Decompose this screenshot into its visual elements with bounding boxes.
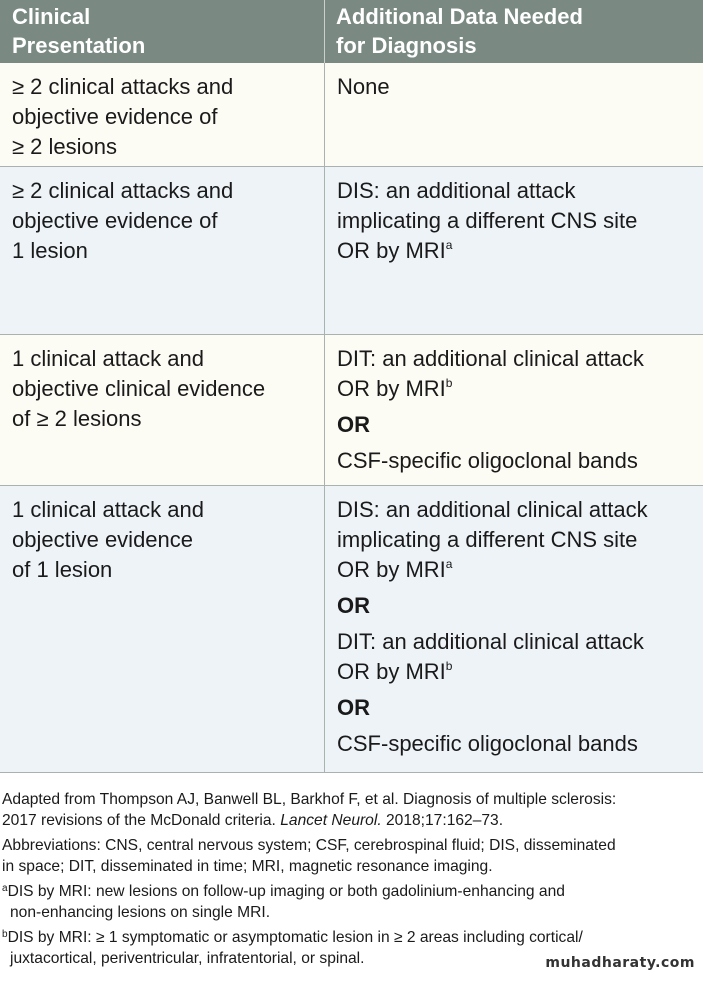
journal-name: Lancet Neurol. — [280, 812, 382, 829]
presentation-line: ≥ 2 lesions — [12, 134, 118, 159]
data-line: CSF-specific oligoclonal bands — [337, 448, 638, 473]
citation-line: Adapted from Thompson AJ, Banwell BL, Ba… — [2, 791, 617, 808]
additional-data-cell: DIS: an additional attack implicating a … — [325, 167, 703, 334]
watermark: muhadharaty.com — [545, 955, 695, 971]
citation-text: 2018;17:162–73. — [381, 812, 504, 829]
presentation-line: ≥ 2 clinical attacks and — [12, 178, 234, 203]
additional-data-cell: None — [325, 63, 703, 166]
table-row: ≥ 2 clinical attacks and objective evide… — [0, 63, 703, 167]
footnote-line: bDIS by MRI: ≥ 1 symptomatic or asymptom… — [2, 927, 703, 948]
data-text: OR by MRI — [337, 376, 446, 401]
presentation-line: objective clinical evidence — [12, 376, 266, 401]
table-row: 1 clinical attack and objective evidence… — [0, 486, 703, 773]
or-separator: OR — [337, 695, 370, 720]
additional-data-cell: DIS: an additional clinical attack impli… — [325, 486, 703, 772]
abbreviations: Abbreviations: CNS, central nervous syst… — [0, 835, 703, 877]
header-right-line2: for Diagnosis — [336, 33, 477, 58]
footnote-marker: a — [445, 238, 453, 252]
footnote-a: aDIS by MRI: new lesions on follow-up im… — [0, 881, 703, 923]
header-clinical-presentation: Clinical Presentation — [0, 0, 325, 63]
presentation-line: objective evidence of — [12, 104, 218, 129]
data-line: DIT: an additional clinical attack — [337, 629, 644, 654]
footnote-marker: b — [2, 929, 8, 940]
footnote-line: non-enhancing lesions on single MRI. — [10, 904, 271, 921]
data-line: DIT: an additional clinical attack — [337, 346, 644, 371]
data-line: implicating a different CNS site — [337, 527, 638, 552]
abbreviations-line: in space; DIT, disseminated in time; MRI… — [2, 858, 493, 875]
data-line: implicating a different CNS site — [337, 208, 638, 233]
footnote-text: DIS by MRI: ≥ 1 symptomatic or asymptoma… — [7, 929, 583, 946]
presentation-line: 1 clinical attack and — [12, 497, 204, 522]
data-line: OR by MRIa — [337, 555, 693, 585]
footnote-line: juxtacortical, periventricular, infraten… — [10, 950, 365, 967]
data-text: OR by MRI — [337, 557, 446, 582]
footnote-marker: b — [445, 376, 453, 390]
presentation-cell: 1 clinical attack and objective clinical… — [0, 335, 325, 485]
data-line: OR by MRIb — [337, 374, 693, 404]
header-additional-data: Additional Data Needed for Diagnosis — [325, 0, 703, 63]
citation-line: 2017 revisions of the McDonald criteria.… — [2, 810, 703, 831]
criteria-table: Clinical Presentation Additional Data Ne… — [0, 0, 703, 773]
presentation-line: 1 lesion — [12, 238, 88, 263]
data-line: OR by MRIa — [337, 236, 693, 266]
footnote-b: bDIS by MRI: ≥ 1 symptomatic or asymptom… — [0, 927, 703, 969]
table-header-row: Clinical Presentation Additional Data Ne… — [0, 0, 703, 63]
header-left-line2: Presentation — [12, 33, 146, 58]
table-footnotes: Adapted from Thompson AJ, Banwell BL, Ba… — [0, 789, 703, 973]
table-row: ≥ 2 clinical attacks and objective evide… — [0, 167, 703, 335]
data-text: OR by MRI — [337, 659, 446, 684]
presentation-line: ≥ 2 clinical attacks and — [12, 74, 234, 99]
presentation-cell: ≥ 2 clinical attacks and objective evide… — [0, 167, 325, 334]
data-line: OR by MRIb — [337, 657, 693, 687]
presentation-cell: 1 clinical attack and objective evidence… — [0, 486, 325, 772]
presentation-line: objective evidence — [12, 527, 194, 552]
table-row: 1 clinical attack and objective clinical… — [0, 335, 703, 486]
data-line: CSF-specific oligoclonal bands — [337, 731, 638, 756]
source-citation: Adapted from Thompson AJ, Banwell BL, Ba… — [0, 789, 703, 831]
presentation-line: 1 clinical attack and — [12, 346, 204, 371]
footnote-text: DIS by MRI: new lesions on follow-up ima… — [7, 883, 565, 900]
header-right-line1: Additional Data Needed — [336, 4, 583, 29]
additional-data-cell: DIT: an additional clinical attack OR by… — [325, 335, 703, 485]
footnote-marker: b — [445, 659, 453, 673]
presentation-line: of ≥ 2 lesions — [12, 406, 142, 431]
data-text: OR by MRI — [337, 238, 446, 263]
presentation-line: objective evidence of — [12, 208, 218, 233]
footnote-marker: a — [445, 557, 453, 571]
citation-text: 2017 revisions of the McDonald criteria. — [2, 812, 281, 829]
header-left-line1: Clinical — [12, 4, 91, 29]
footnote-marker: a — [2, 883, 8, 894]
abbreviations-line: Abbreviations: CNS, central nervous syst… — [2, 837, 616, 854]
presentation-line: of 1 lesion — [12, 557, 113, 582]
data-line: DIS: an additional attack — [337, 178, 576, 203]
footnote-line: aDIS by MRI: new lesions on follow-up im… — [2, 881, 703, 902]
or-separator: OR — [337, 412, 370, 437]
data-line: None — [337, 74, 390, 99]
or-separator: OR — [337, 593, 370, 618]
presentation-cell: ≥ 2 clinical attacks and objective evide… — [0, 63, 325, 166]
data-line: DIS: an additional clinical attack — [337, 497, 648, 522]
